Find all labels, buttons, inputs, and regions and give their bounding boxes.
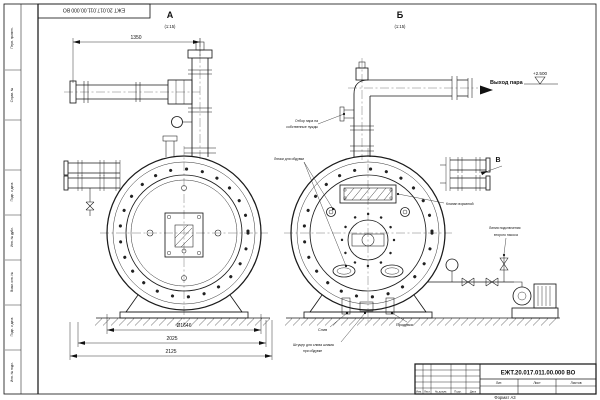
corner-stamp: ЕЖТ 20.017.011.00.000 ВО — [37, 3, 151, 19]
steam-out-arrow-icon — [480, 85, 493, 95]
view-a-label: А — [167, 10, 174, 20]
title-col-list: Лист — [424, 390, 431, 394]
dim-2025: 2025 — [166, 336, 177, 342]
view-b-scale: (1:15) — [395, 24, 407, 29]
bolt-ring — [118, 167, 250, 299]
title-cell-sheet: Лист — [533, 381, 541, 385]
water-gauge-columns-a — [63, 160, 121, 216]
explosion-valve-hatch — [339, 184, 397, 204]
corner-stamp-doc-number: ЕЖТ 20.017.011.00.000 ВО — [63, 7, 125, 13]
dimensions-view-a: 1350 Ø1646 2025 2125 — [69, 35, 273, 360]
annotation-drain: Слив — [318, 328, 327, 332]
title-doc-number: ЕЖТ.20.017.011.00.000 ВО — [501, 371, 576, 377]
title-col-data: Дата — [470, 390, 477, 394]
drawing-frame — [3, 3, 597, 395]
title-block: ЕЖТ.20.017.011.00.000 ВО Изм. Лист № док… — [414, 363, 597, 395]
annotation-blowdown: Продувка — [396, 323, 414, 327]
steam-piping-a — [69, 41, 216, 157]
centerlines — [64, 38, 478, 324]
annotation-sludge-line1: Штуцер для слива шлама — [293, 343, 334, 347]
ground-hatching-left — [94, 318, 271, 326]
pressure-gauge-a — [171, 116, 183, 128]
stamp-label: Подп. и дата — [10, 182, 14, 201]
title-col-docnum: № докум. — [435, 390, 448, 394]
format-label: Формат А3 — [494, 395, 516, 400]
annotation-steam-own-line1: Отбор пара на — [295, 119, 318, 123]
stamp-label: Инв. № дубл. — [10, 227, 14, 247]
annotations: Отбор пара на собственные нужды Лючки дл… — [274, 71, 558, 353]
view-a-scale: (1:15) — [165, 24, 177, 29]
burner-plate — [164, 212, 204, 258]
water-gauge-columns-b — [440, 157, 491, 191]
view-b-boiler-rear — [290, 61, 559, 319]
view-b-label: Б — [397, 10, 404, 20]
annotation-steam-own-line2: собственные нужды — [286, 125, 318, 129]
dim-2125: 2125 — [165, 349, 176, 355]
bolt-ring — [302, 167, 434, 299]
view-labels: А (1:15) Б (1:15) В — [165, 10, 503, 176]
stamp-label: Инв. № подл. — [10, 362, 14, 382]
title-col-izm: Изм. — [416, 390, 422, 394]
blowdown-hatches — [326, 207, 410, 278]
view-v-label: В — [495, 157, 500, 164]
elevation-mark: +2.500 — [533, 71, 548, 76]
feed-pump-unit — [511, 281, 559, 319]
pressure-gauge-b — [445, 258, 459, 272]
stamp-label: Подп. и дата — [10, 317, 14, 336]
title-cell-sheets: Листов — [570, 381, 581, 385]
annotation-steam-out: Выход пара — [490, 80, 524, 86]
center-opening — [340, 212, 396, 268]
ground — [94, 317, 560, 326]
annotation-pump-line2: второго насоса — [494, 233, 518, 237]
sidebar-stamp-labels: Перв. примен. Справ. № Подп. и дата Инв.… — [10, 27, 14, 382]
elevation-symbol-icon — [524, 76, 558, 85]
title-cell-lit: Лит. — [496, 381, 502, 385]
title-col-podp: Подп. — [454, 390, 462, 394]
ground-hatching-right — [284, 318, 557, 326]
steam-piping-b — [339, 61, 473, 157]
view-a-boiler-front — [63, 41, 262, 319]
feed-pump-piping — [427, 256, 514, 287]
dim-diameter: Ø1646 — [176, 323, 191, 329]
annotation-pump-line1: Линия подключения — [489, 226, 521, 230]
stamp-label: Справ. № — [10, 87, 14, 102]
annotation-hatches: Лючки для обдувки — [274, 157, 304, 161]
stamp-label: Взам. инв. № — [10, 272, 14, 292]
annotation-sludge-line2: при обдувке — [303, 349, 322, 353]
annotation-explosion-valve: Клапан взрывной — [446, 202, 474, 206]
stamp-label: Перв. примен. — [10, 27, 14, 48]
dim-1350: 1350 — [130, 35, 141, 41]
annotation-leaders — [303, 112, 507, 343]
